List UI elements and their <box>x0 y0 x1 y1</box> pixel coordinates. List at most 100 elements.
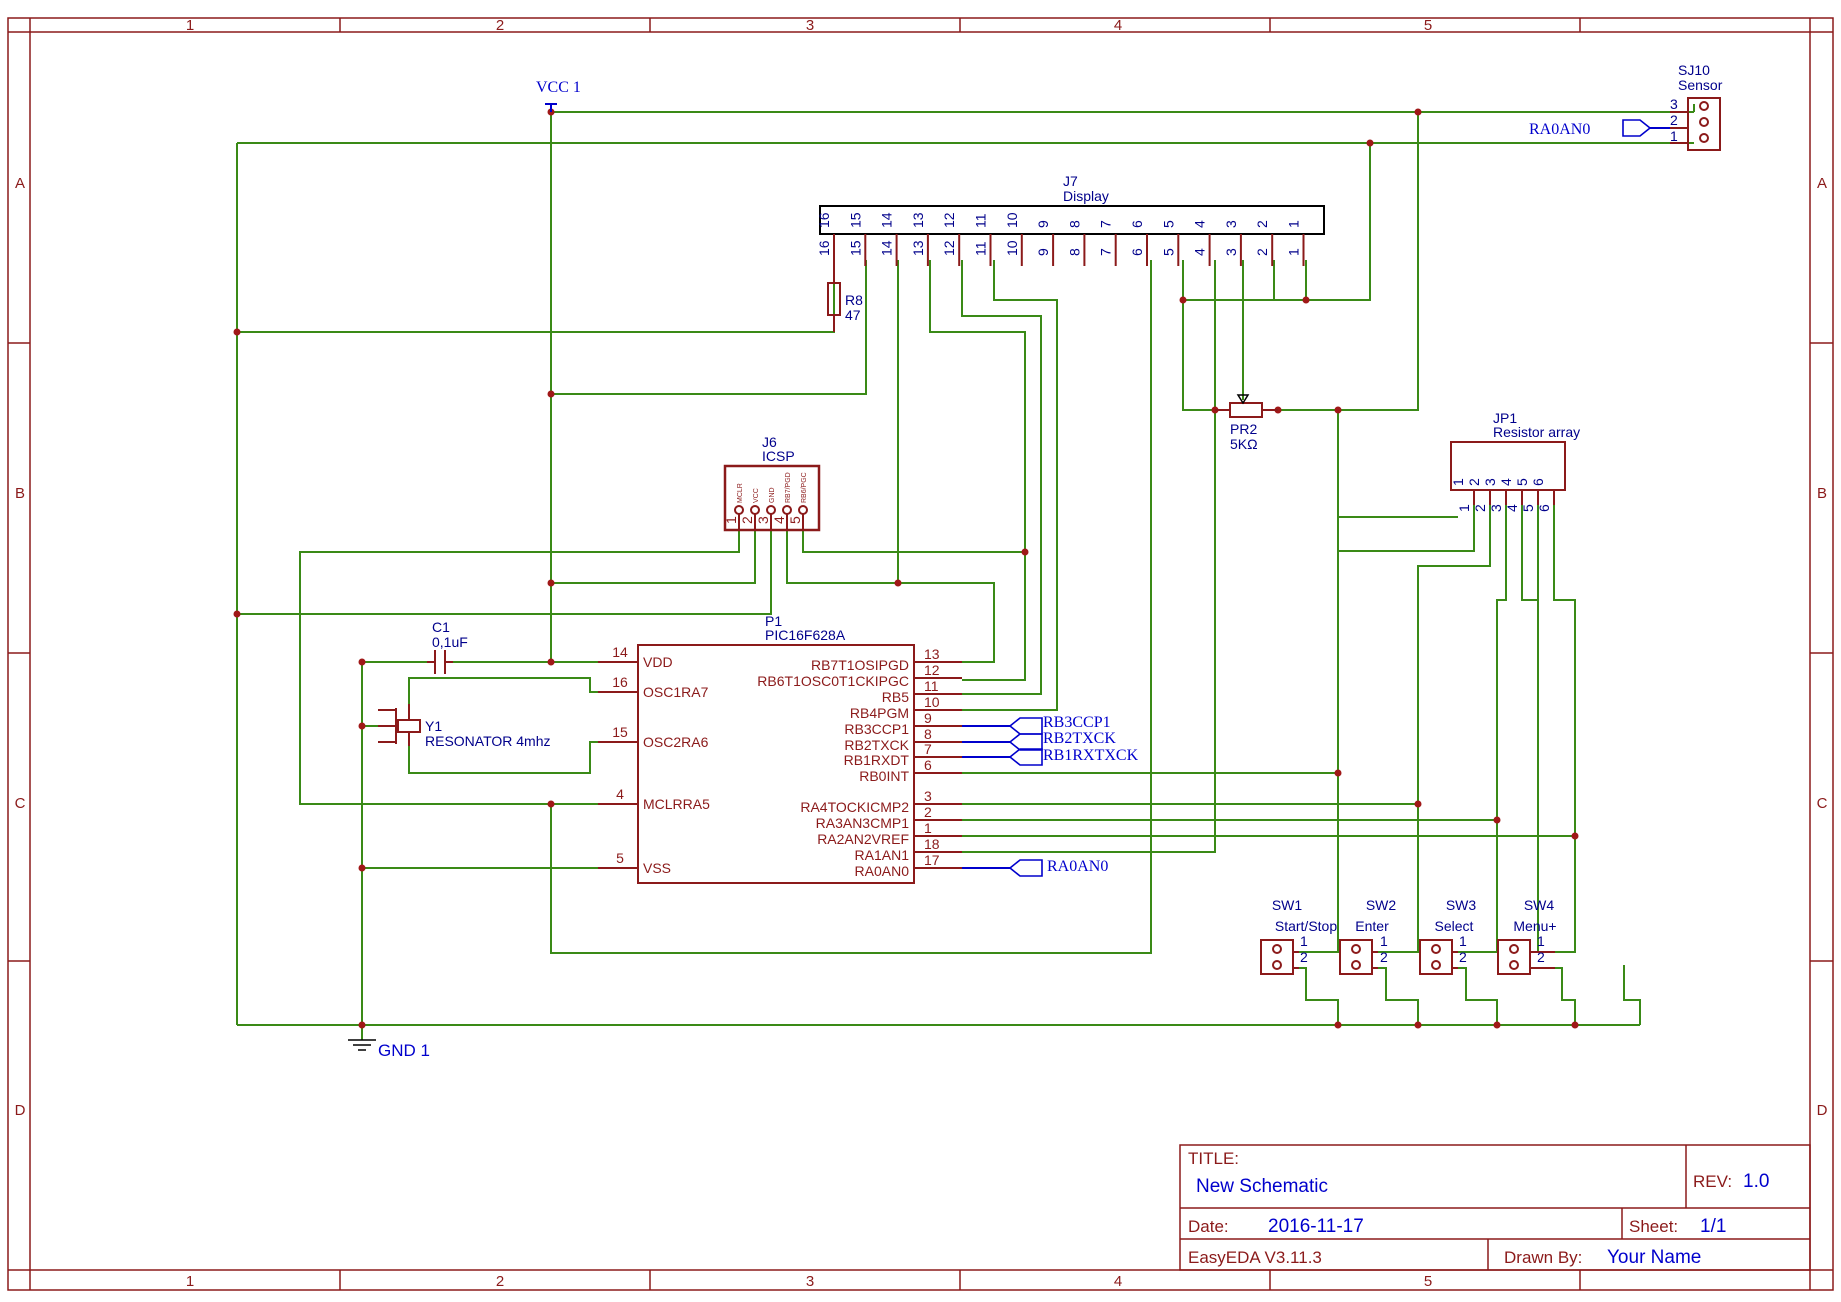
pr2-potentiometer: PR2 5KΩ <box>1215 394 1278 452</box>
title-value: New Schematic <box>1196 1176 1328 1197</box>
p1-right-pin-name: RB5 <box>882 689 909 705</box>
net-label-ra0an0-sensor: RA0AN0 <box>1529 121 1590 138</box>
jp1-pin-number: 1 <box>1456 504 1472 512</box>
sj10-pin1: 1 <box>1670 128 1678 144</box>
jp1-pin-label: 2 <box>1466 478 1482 486</box>
j6-pin-number: 1 <box>723 516 739 524</box>
p1-left-pin-number: 4 <box>616 786 624 802</box>
jp1-pin-number: 5 <box>1520 504 1536 512</box>
junctions <box>233 108 1579 1029</box>
y1-value: RESONATOR 4mhz <box>425 733 551 749</box>
row-label-right-d: D <box>1817 1102 1828 1119</box>
j6-ref: J6 <box>762 434 777 450</box>
sw3-pin2: 2 <box>1459 949 1467 965</box>
j7-pin-number: 11 <box>973 241 989 256</box>
sw1-pin2: 2 <box>1300 949 1308 965</box>
net-flag-rb1rxtxck: RB1RXTXCK <box>962 747 1139 766</box>
p1-right-pin-number: 1 <box>924 820 932 836</box>
j6-pin-name: GND <box>769 487 776 503</box>
p1-right-pin-number: 12 <box>924 662 940 678</box>
jp1-pin-label: 5 <box>1514 478 1530 486</box>
p1-right-pin-number: 2 <box>924 804 932 820</box>
r8-ref: R8 <box>845 292 863 308</box>
j7-pin-label: 11 <box>973 213 989 228</box>
rev-value: 1.0 <box>1743 1171 1769 1192</box>
col-label-top-4: 4 <box>1114 17 1122 34</box>
p1-right-pin-name: RA0AN0 <box>855 863 910 879</box>
j7-pin-label: 6 <box>1129 220 1145 228</box>
p1-right-pin-number: 9 <box>924 710 932 726</box>
sj10-ref: SJ10 <box>1678 62 1710 78</box>
p1-left-pin-name: VDD <box>643 654 673 670</box>
c1-capacitor: C1 0,1uF <box>427 619 468 674</box>
jp1-pin-label: 6 <box>1530 478 1546 486</box>
jp1-value: Resistor array <box>1493 424 1580 440</box>
date-value: 2016-11-17 <box>1268 1216 1364 1237</box>
j7-pin-number: 10 <box>1004 240 1020 256</box>
j7-pin-number: 14 <box>879 240 895 256</box>
drawn-by-label: Drawn By: <box>1504 1248 1582 1267</box>
row-label-left-b: B <box>15 485 25 502</box>
j7-pin-label: 9 <box>1035 220 1051 228</box>
p1-left-pin-name: MCLRRA5 <box>643 796 710 812</box>
sw2-value: Enter <box>1355 918 1389 934</box>
c1-ref: C1 <box>432 619 450 635</box>
p1-right-pin-name: RA3AN3CMP1 <box>816 815 910 831</box>
j6-pin-name: RB6/PGC <box>801 472 808 503</box>
sw2-ref: SW2 <box>1366 897 1397 913</box>
p1-right-pin-name: RA2AN2VREF <box>817 831 909 847</box>
sw3-switch: SW3 Select 1 2 <box>1419 897 1476 975</box>
col-label-top-3: 3 <box>806 17 814 34</box>
j7-pin-label: 10 <box>1004 212 1020 228</box>
jp1-pin-number: 6 <box>1536 504 1552 512</box>
p1-right-pin-number: 7 <box>924 741 932 757</box>
j7-pin-label: 15 <box>847 212 863 228</box>
j6-pin-pad <box>782 505 792 515</box>
r8-value: 47 <box>845 307 861 323</box>
p1-value: PIC16F628A <box>765 627 846 643</box>
vcc-symbol: VCC 1 <box>536 79 581 112</box>
j6-pin-pad <box>798 505 808 515</box>
j7-pin-number: 1 <box>1286 248 1302 256</box>
col-label-bottom-5: 5 <box>1424 1273 1432 1290</box>
j7-pin-label: 4 <box>1192 220 1208 228</box>
net-label-ra0an0-pic: RA0AN0 <box>1047 858 1108 875</box>
c1-value: 0,1uF <box>432 634 468 650</box>
j7-pin-label: 8 <box>1066 220 1082 228</box>
drawn-by-value: Your Name <box>1607 1247 1701 1268</box>
j7-value: Display <box>1063 188 1109 204</box>
row-label-left-c: C <box>15 795 26 812</box>
col-label-bottom-3: 3 <box>806 1273 814 1290</box>
p1-left-pin-number: 16 <box>612 674 628 690</box>
j7-pin-number: 4 <box>1192 248 1208 256</box>
sw2-switch: SW2 Enter 1 2 <box>1339 897 1397 975</box>
gnd-symbol: GND 1 <box>348 1039 430 1060</box>
pr2-ref: PR2 <box>1230 421 1257 437</box>
j7-pin-number: 3 <box>1223 248 1239 256</box>
p1-right-pin-name: RB2TXCK <box>844 737 909 753</box>
r8-resistor: R8 47 <box>827 260 863 332</box>
j7-pin-number: 12 <box>941 240 957 256</box>
j6-pin-name: RB7/PGD <box>785 472 792 503</box>
j7-pin-number: 9 <box>1035 248 1051 256</box>
jp1-pin-number: 3 <box>1488 504 1504 512</box>
j7-pin-label: 1 <box>1286 220 1302 228</box>
jp1-pin-number: 4 <box>1504 504 1520 512</box>
pr2-value: 5KΩ <box>1230 436 1258 452</box>
p1-right-pin-name: RA4TOCKICMP2 <box>800 799 909 815</box>
sj10-pin2: 2 <box>1670 112 1678 128</box>
p1-right-pin-name: RB6T1OSC0T1CKIPGC <box>757 673 909 689</box>
sj10-value: Sensor <box>1678 77 1723 93</box>
jp1-pin-label: 4 <box>1498 478 1514 486</box>
j7-pin-label: 3 <box>1223 220 1239 228</box>
p1-right-pin-name: RB1RXDT <box>844 752 910 768</box>
row-label-right-b: B <box>1817 485 1827 502</box>
sw4-pin1: 1 <box>1537 933 1545 949</box>
j6-pin-number: 3 <box>755 516 771 524</box>
j7-pin-label: 13 <box>910 212 926 228</box>
sw3-value: Select <box>1435 918 1474 934</box>
p1-right-pin-number: 11 <box>924 678 939 694</box>
